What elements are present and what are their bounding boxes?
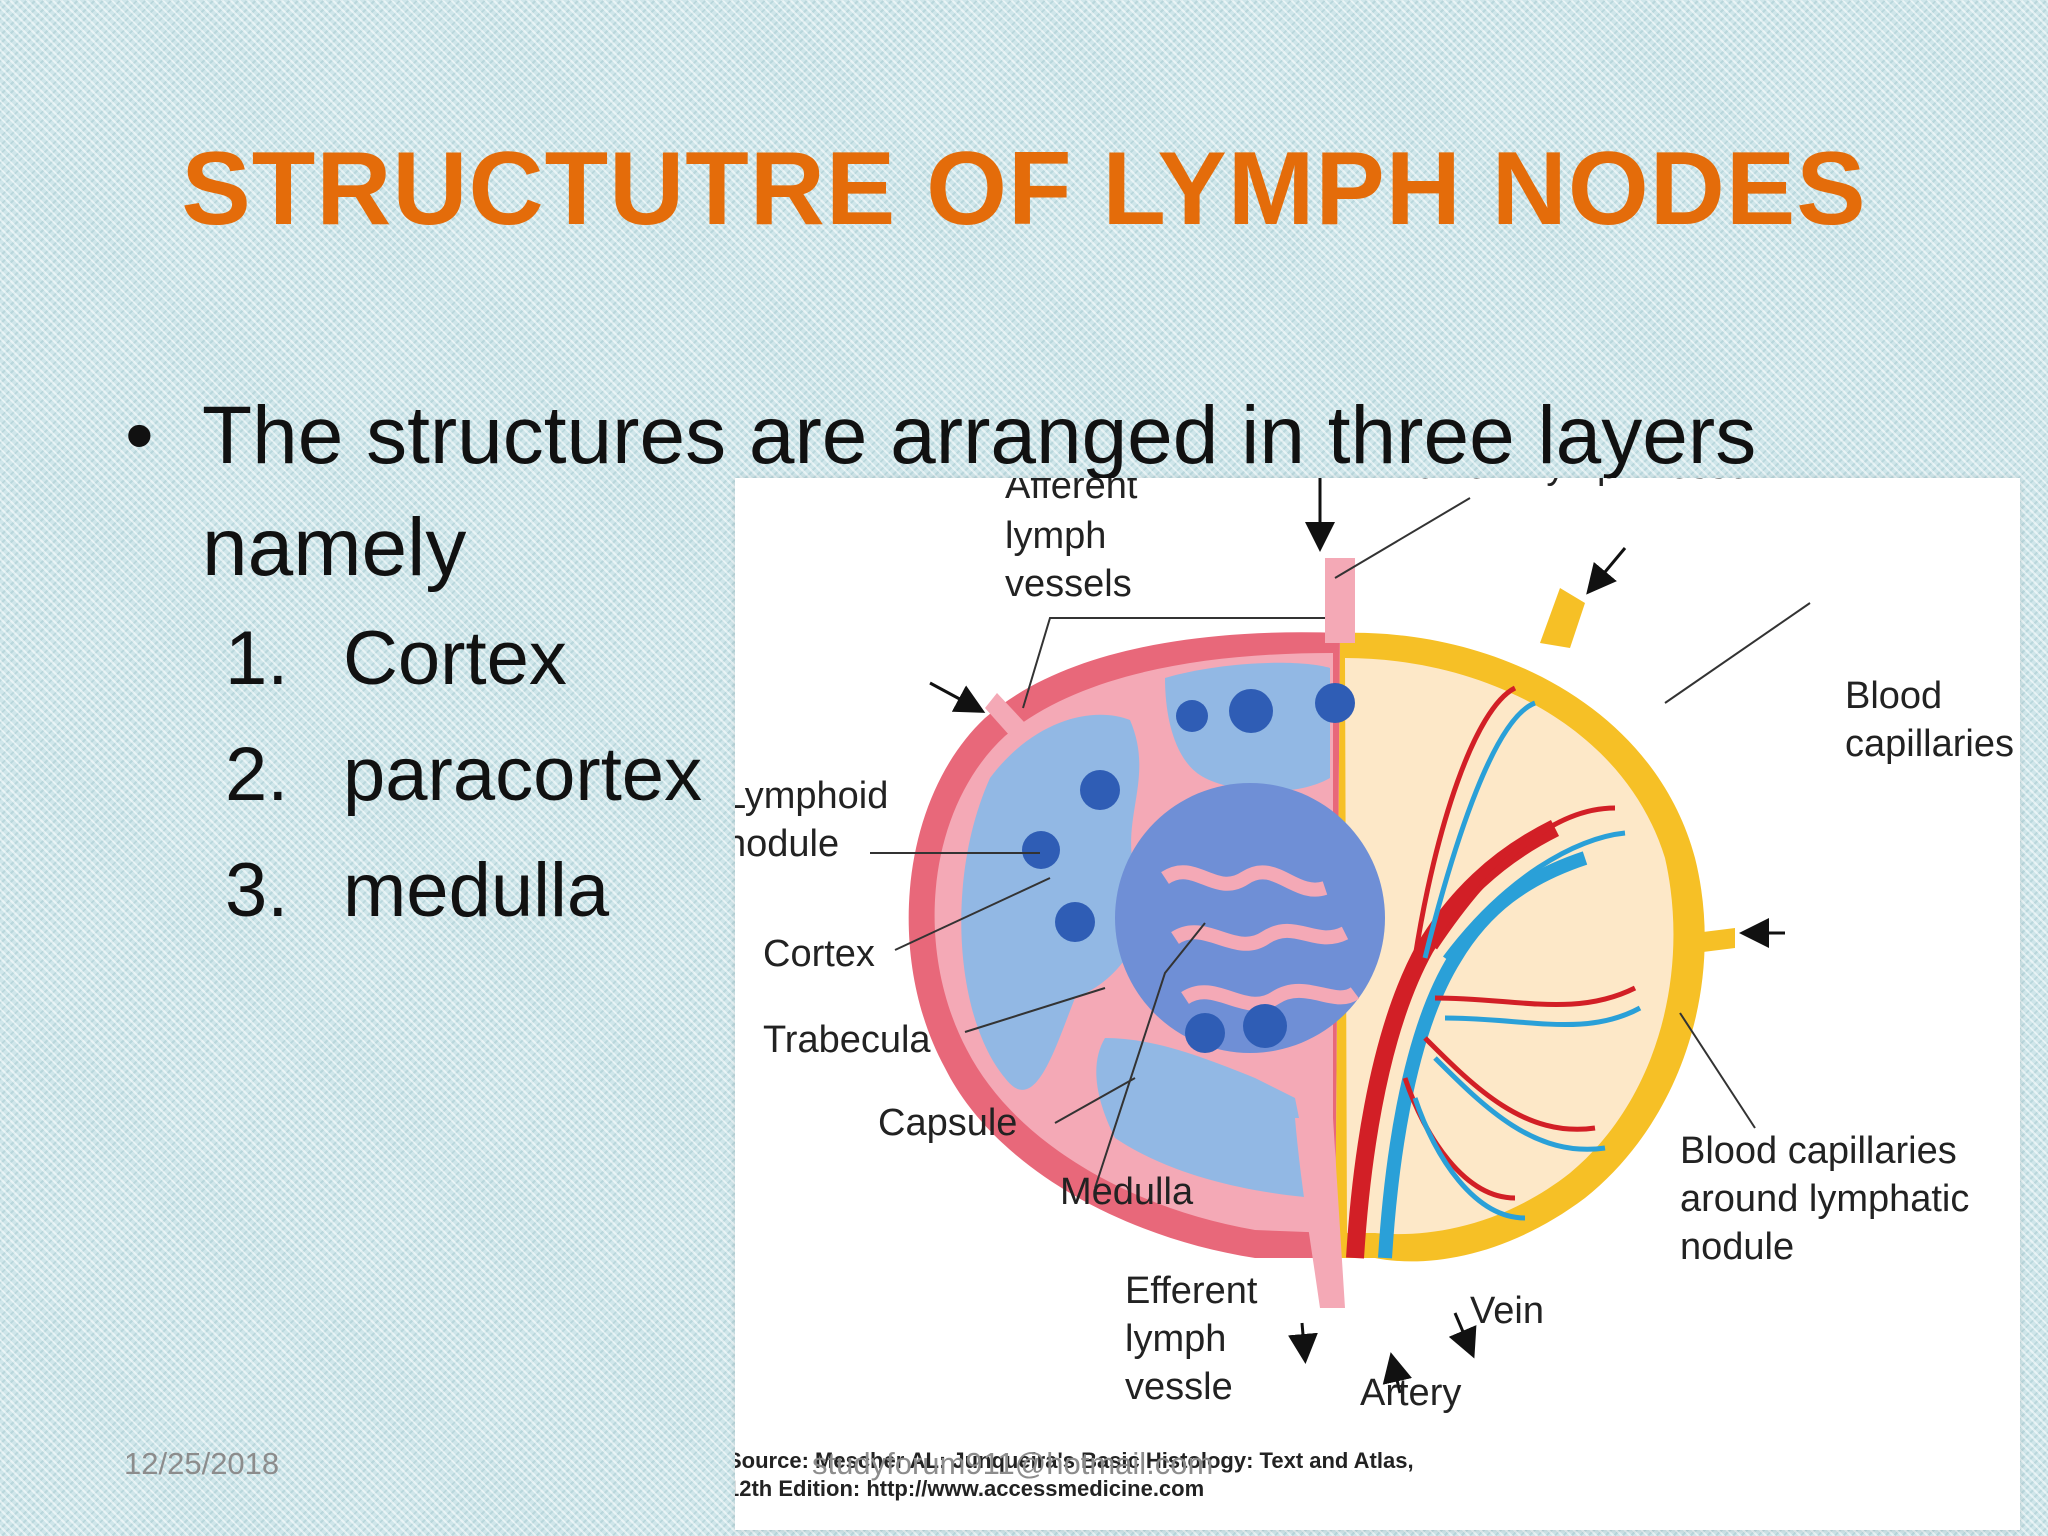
label-capillaries-around: nodule [1680, 1226, 1794, 1268]
afferent-vessel-left [985, 693, 1025, 736]
label-capillaries-around: Blood capillaries [1680, 1130, 1957, 1172]
artery [1346, 819, 1560, 1259]
label-afferent: vessels [1005, 563, 1132, 605]
afferent-vessel-right [1540, 588, 1585, 648]
list-number: 1. [225, 616, 289, 701]
label-afferent: Afferent [1005, 478, 1138, 507]
label-artery: Artery [1360, 1372, 1461, 1414]
label-capillaries-around: around lymphatic [1680, 1178, 1969, 1220]
label-efferent: lymph [1125, 1318, 1226, 1360]
list-number: 2. [225, 732, 289, 817]
bullet-text: The structures are arranged in three lay… [202, 390, 1757, 593]
label-efferent: Efferent [1125, 1270, 1258, 1312]
blood-capillaries [1402, 685, 1642, 1221]
list-label: Cortex [343, 616, 567, 701]
label-efferent: vessle [1125, 1366, 1233, 1408]
footer-watermark: studyforum911@hotmail.com [812, 1446, 1214, 1481]
label-valve: Valve in lymph vessel [1395, 478, 1758, 487]
vein [1378, 851, 1588, 1259]
label-trabecula: Trabecula [763, 1019, 931, 1061]
medulla-core [1115, 783, 1385, 1053]
lymph-node-illustration: Afferent lymph vessels Valve in lymph ve… [735, 478, 2014, 1501]
lymphoid-nodules [1022, 683, 1355, 1053]
figure-source: Source: Mescher AL: Junqueira's Basic Hi… [735, 1448, 1414, 1473]
arrows [929, 478, 1785, 1394]
label-blood-capillaries: capillaries [1845, 723, 2014, 765]
slide-title: STRUCTUTRE OF LYMPH NODES [181, 131, 1867, 247]
afferent-vessel-top [1325, 558, 1355, 643]
lymph-node-diagram: Afferent lymph vessels Valve in lymph ve… [735, 478, 2020, 1530]
list-number: 3. [225, 848, 289, 933]
cortex-region-bottom [1096, 1038, 1315, 1198]
leader-lines [870, 497, 1811, 1189]
label-vein: Vein [1470, 1290, 1544, 1332]
right-cortex [1345, 658, 1674, 1235]
efferent-vessel [1295, 1118, 1345, 1308]
afferent-vessel-side [1695, 928, 1735, 953]
footer-date: 12/25/2018 [124, 1446, 280, 1481]
label-lymphoid-nodule: Lymphoid [735, 775, 888, 817]
label-lymphoid-nodule: nodule [735, 823, 839, 865]
medullary-cords [1161, 865, 1360, 1011]
list-label: medulla [343, 848, 610, 933]
label-blood-capillaries: Blood [1845, 675, 1942, 717]
figure-source: 12th Edition: http://www.accessmedicine.… [735, 1476, 1204, 1501]
bullet-dot-icon: • [125, 390, 154, 481]
label-medulla: Medulla [1060, 1171, 1194, 1213]
label-afferent: lymph [1005, 515, 1106, 557]
list-label: paracortex [343, 732, 703, 817]
label-cortex: Cortex [763, 933, 875, 975]
label-capsule: Capsule [878, 1102, 1017, 1144]
